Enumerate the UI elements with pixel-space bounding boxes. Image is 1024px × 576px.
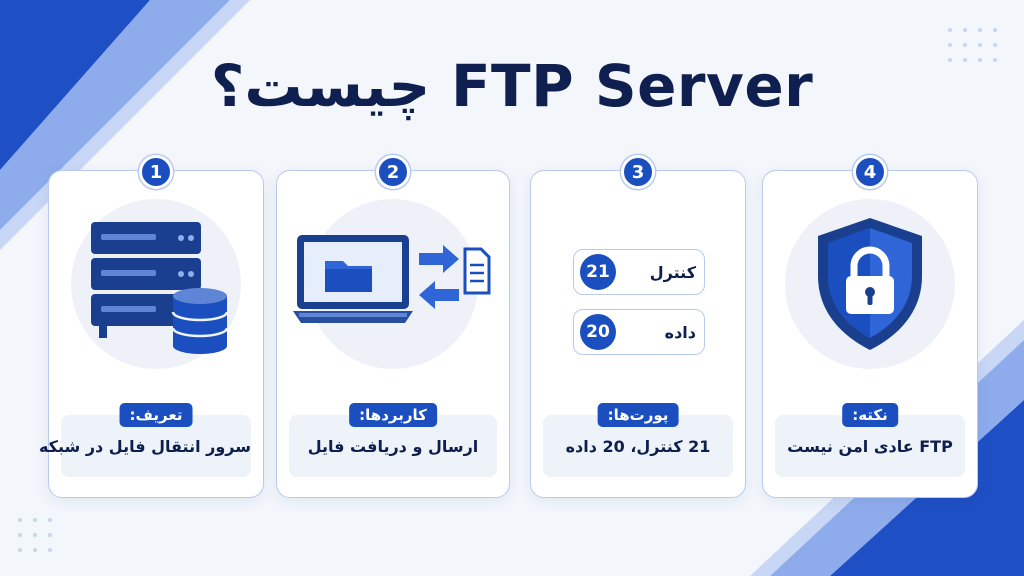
note-text: FTP عادی امن نیست — [787, 437, 953, 456]
port-data-label: داده — [664, 322, 696, 342]
page-title: FTP Server چیست؟ — [210, 52, 814, 120]
card-definition: 1 تعر — [38, 155, 264, 498]
definition-box: تعریف: سرور انتقال فایل در شبکه — [38, 403, 251, 477]
step-badge-3: 3 — [621, 155, 655, 189]
port-data-row: 20 داده — [573, 309, 705, 355]
definition-tag: تعریف: — [119, 403, 193, 427]
card-ports: 3 21 کنترل 20 داده پورت‌ها: 21 کنترل، 20… — [530, 155, 746, 498]
laptop-file-transfer-icon — [293, 235, 491, 323]
card-uses: 2 کاربردها: ارسال و دریافت فایل — [276, 155, 510, 498]
server-database-icon — [91, 222, 229, 354]
card-note: 4 نکته: FTP عادی امن نیست — [762, 155, 978, 498]
port-control-row: 21 کنترل — [573, 249, 705, 295]
definition-text: سرور انتقال فایل در شبکه — [38, 437, 251, 456]
shield-lock-icon — [818, 218, 922, 350]
ports-tag: پورت‌ها: — [597, 403, 679, 427]
step-badge-1: 1 — [139, 155, 173, 189]
port-data-number: 20 — [580, 314, 616, 350]
uses-tag: کاربردها: — [349, 403, 437, 427]
step-badge-2: 2 — [376, 155, 410, 189]
uses-text: ارسال و دریافت فایل — [307, 437, 479, 456]
port-control-number: 21 — [580, 254, 616, 290]
uses-box: کاربردها: ارسال و دریافت فایل — [289, 403, 497, 477]
note-tag: نکته: — [842, 403, 898, 427]
port-control-label: کنترل — [649, 262, 696, 282]
ports-text: 21 کنترل، 20 داده — [565, 437, 711, 456]
step-badge-4: 4 — [853, 155, 887, 189]
ports-box: پورت‌ها: 21 کنترل، 20 داده — [543, 403, 733, 477]
note-box: نکته: FTP عادی امن نیست — [775, 403, 965, 477]
